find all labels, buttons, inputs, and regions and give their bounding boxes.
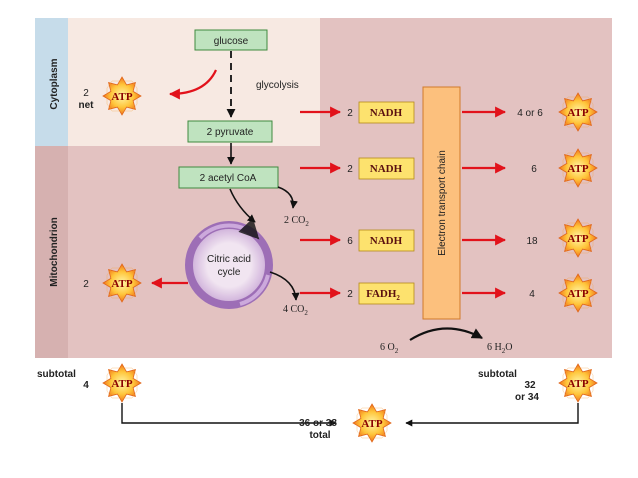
cycle-co2-arrow [269, 271, 300, 301]
oxygen-sub: 2 [395, 347, 399, 355]
total-value: 36 or 38 [299, 418, 337, 429]
right-total-connector [405, 403, 579, 427]
etc-label: Electron transport chain [437, 150, 448, 256]
acetyl-coa-label: 2 acetyl CoA [200, 173, 257, 184]
mitochondrion-label: Mitochondrion [49, 217, 60, 286]
carrier-4-name: FADH2 [366, 288, 400, 302]
water-sub: 2 [502, 347, 506, 355]
glycolysis-atp-label: ATP [111, 91, 132, 103]
oxygen-to-water-arrow [409, 327, 483, 341]
mitochondrion-side-band [35, 146, 68, 358]
carrier-4-count: 2 [347, 289, 353, 300]
etc-output-3: 18 [526, 236, 538, 247]
cycle-arrow-bottom [239, 274, 270, 306]
carrier-1-name: NADH [370, 107, 403, 119]
glucose-label: glucose [214, 36, 249, 47]
left-total-connector [121, 403, 337, 427]
co2-upper-label: 2 CO2 [284, 215, 309, 228]
oxygen-label: 6 O2 [380, 342, 399, 355]
carrier-3-box [358, 229, 415, 252]
cycle-atp-label: ATP [111, 278, 132, 290]
oxygen-coef: 6 O [380, 342, 395, 353]
etc-atp-label-3: ATP [567, 233, 588, 245]
etc-atp-label-4: ATP [567, 288, 588, 300]
subtotal-left-atp-label: ATP [111, 378, 132, 390]
carrier-4-name-main: FADH [366, 288, 397, 300]
co2-lower-sub: 2 [304, 309, 308, 317]
cycle-label-line1: Citric acid [207, 254, 251, 265]
glycolysis-atp-net: net [79, 100, 95, 111]
water-tail: O [505, 342, 512, 353]
pyruvate-label: 2 pyruvate [207, 127, 254, 138]
etc-output-4: 4 [529, 289, 535, 300]
etc-atp-label-1: ATP [567, 107, 588, 119]
carrier-1-box [358, 101, 415, 124]
co2-lower-coef: 4 CO [283, 304, 304, 315]
subtotal-left-value: 4 [83, 380, 89, 391]
carrier-3-name: NADH [370, 235, 403, 247]
carrier-3-count: 6 [347, 236, 353, 247]
carrier-4-name-sub: 2 [396, 294, 400, 302]
cytoplasm-label: Cytoplasm [49, 58, 60, 109]
co2-lower-label: 4 CO2 [283, 304, 308, 317]
etc-output-2: 6 [531, 164, 537, 175]
subtotal-right-value-1: 32 [524, 380, 536, 391]
subtotal-right-atp-label: ATP [567, 378, 588, 390]
etc-output-1: 4 or 6 [517, 108, 543, 119]
carrier-1-count: 2 [347, 108, 353, 119]
cycle-arrow-top [198, 218, 260, 240]
total-label: total [309, 430, 330, 441]
carrier-4-box [358, 282, 415, 305]
etc-atp-label-2: ATP [567, 163, 588, 175]
total-atp-label: ATP [361, 418, 382, 430]
water-coef: 6 H [487, 342, 502, 353]
carrier-2-count: 2 [347, 164, 353, 175]
co2-upper-sub: 2 [305, 220, 309, 228]
acetyl-coa-box [178, 166, 279, 189]
subtotal-left-label: subtotal [37, 369, 76, 380]
cytoplasm-side-band [35, 18, 68, 146]
subtotal-right-label: subtotal [478, 369, 517, 380]
glycolysis-label: glycolysis [256, 80, 299, 91]
pyruvate-box [187, 120, 273, 143]
subtotal-right-value-2: or 34 [515, 392, 539, 403]
cycle-label-line2: cycle [218, 267, 241, 278]
glycolysis-atp-count: 2 [83, 88, 89, 99]
electron-transport-chain-box [422, 86, 461, 320]
glucose-box [194, 29, 268, 51]
carrier-2-box [358, 157, 415, 180]
glycolysis-atp-arrow [168, 69, 217, 100]
co2-upper-coef: 2 CO [284, 215, 305, 226]
acetyl-co2-arrow [277, 186, 298, 209]
cycle-atp-count: 2 [83, 279, 89, 290]
carrier-2-name: NADH [370, 163, 403, 175]
water-label: 6 H2O [487, 342, 512, 355]
